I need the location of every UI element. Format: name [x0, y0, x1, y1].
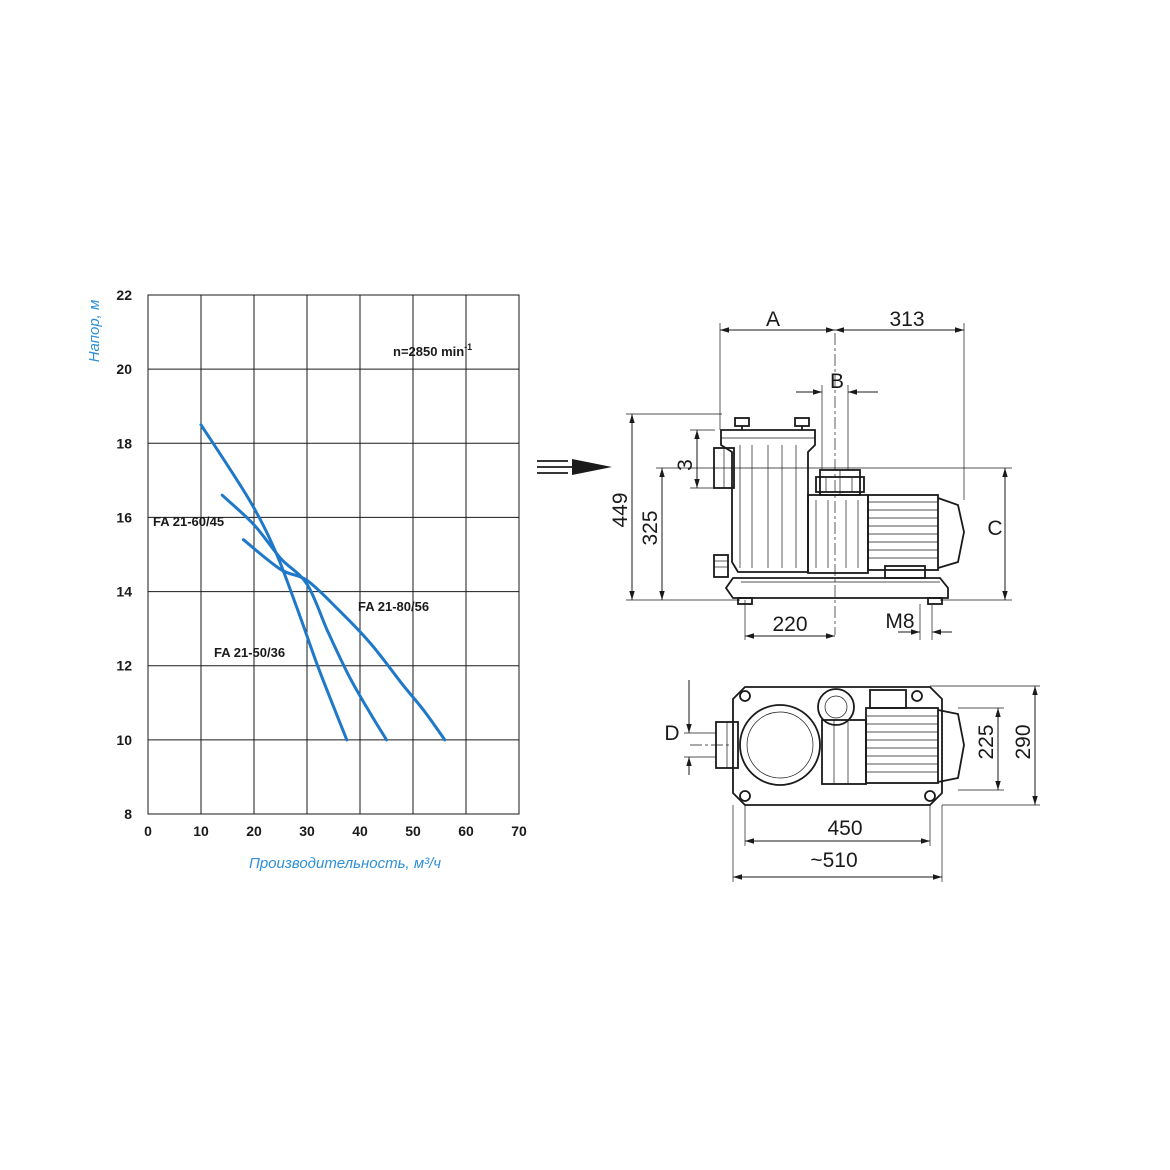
curve-label-fa21-80-56: FA 21-80/56: [358, 599, 429, 614]
dim-label-c: C: [987, 517, 1002, 540]
y-tick-label: 12: [116, 658, 132, 674]
x-tick-label: 50: [405, 823, 421, 839]
x-tick-label: 10: [193, 823, 209, 839]
chart-curves: [199, 423, 447, 742]
chart-grid: [147, 294, 520, 815]
curve-label-fa21-50-36: FA 21-50/36: [214, 645, 285, 660]
dim-label-3: 3: [674, 459, 697, 471]
speed-annotation-base: n=2850 min: [393, 344, 464, 359]
dim-label-510: ~510: [810, 849, 857, 872]
speed-annotation-sup: -1: [464, 342, 472, 352]
dim-label-450: 450: [827, 817, 862, 840]
x-tick-label: 20: [246, 823, 262, 839]
y-tick-label: 8: [124, 806, 132, 822]
dim-label-d: D: [664, 722, 679, 745]
flow-direction-arrow-icon: [537, 459, 612, 475]
x-tick-label: 60: [458, 823, 474, 839]
dim-label-a: A: [766, 308, 780, 331]
curve-fa-21-50-36: [199, 423, 349, 742]
pump-side-view: A 313 B 3 449 325 C 220 M8: [609, 308, 1012, 640]
dim-label-449: 449: [609, 492, 632, 527]
y-axis-label: Напор, м: [86, 300, 103, 363]
y-tick-label: 20: [116, 361, 132, 377]
speed-annotation: n=2850 min-1: [393, 342, 472, 359]
curve-fa-21-60-45: [220, 493, 388, 742]
dim-label-290: 290: [1012, 724, 1035, 759]
y-tick-label: 22: [116, 287, 132, 303]
y-tick-label: 18: [116, 435, 132, 451]
curve-fa-21-80-56: [241, 538, 447, 742]
dim-label-m8: M8: [885, 610, 914, 633]
x-axis-ticks: 0 10 20 30 40 50 60 70: [144, 823, 527, 839]
dim-label-225: 225: [975, 724, 998, 759]
performance-chart: 0 10 20 30 40 50 60 70 8 10 12 14 16 18 20 22 Производ…: [86, 287, 527, 872]
y-tick-label: 16: [116, 509, 132, 525]
y-tick-label: 10: [116, 732, 132, 748]
dim-label-220: 220: [772, 613, 807, 636]
plot-frame: [147, 294, 520, 815]
curve-label-fa21-60-45: FA 21-60/45: [153, 514, 224, 529]
pump-top-view: D 225 290 450 ~510: [664, 680, 1040, 882]
y-axis-ticks: 8 10 12 14 16 18 20 22: [116, 287, 132, 822]
x-tick-label: 70: [511, 823, 527, 839]
dim-label-b: B: [830, 370, 844, 393]
dim-label-325: 325: [639, 510, 662, 545]
x-tick-label: 0: [144, 823, 152, 839]
x-axis-label: Производительность, м³/ч: [249, 855, 441, 872]
y-tick-label: 14: [116, 584, 132, 600]
dim-label-313: 313: [889, 308, 924, 331]
x-tick-label: 30: [299, 823, 315, 839]
x-tick-label: 40: [352, 823, 368, 839]
